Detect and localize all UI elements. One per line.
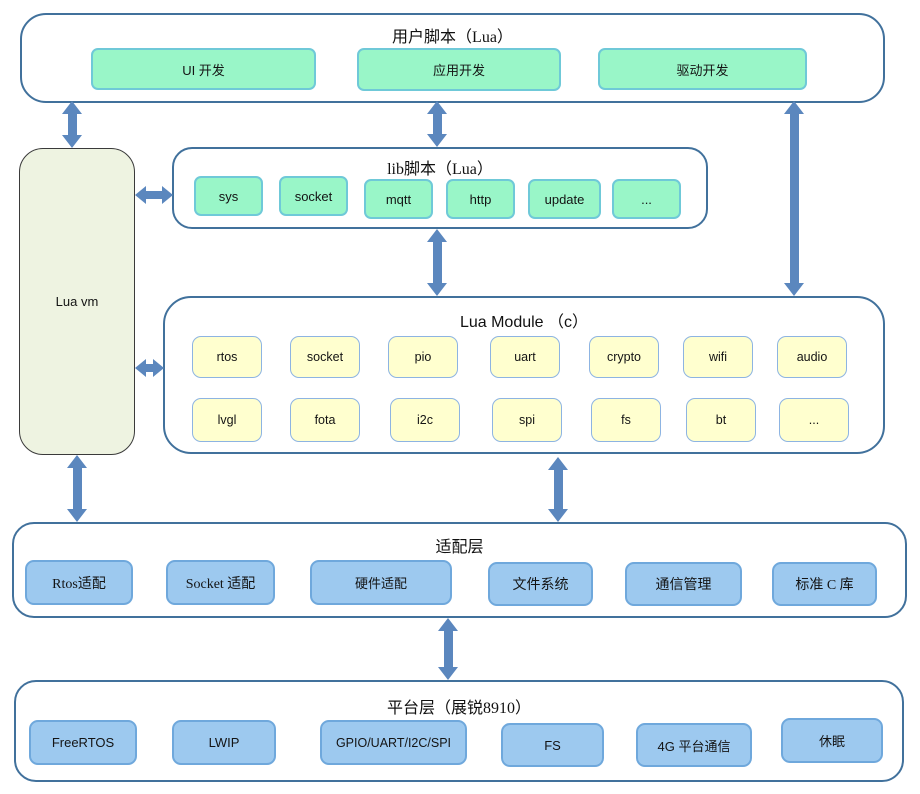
module-box-i2c: i2c <box>390 398 460 442</box>
module-box-spi: spi <box>492 398 562 442</box>
module-box-crypto: crypto <box>589 336 659 378</box>
lib-box-sys: sys <box>194 176 263 216</box>
adapter-box-comm: 通信管理 <box>625 562 742 606</box>
module-box-more: ... <box>779 398 849 442</box>
module-box-fs: fs <box>591 398 661 442</box>
lua-module-title: Lua Module （c） <box>459 314 589 331</box>
arrow-userscripts-luavm <box>62 101 82 148</box>
platform-layer-title: 平台层（展锐8910） <box>386 700 531 717</box>
module-box-bt: bt <box>686 398 756 442</box>
module-box-wifi: wifi <box>683 336 753 378</box>
platform-box-lwip: LWIP <box>172 720 276 765</box>
platform-box-freertos: FreeRTOS <box>29 720 137 765</box>
arrow-luavm-adapter <box>67 455 87 522</box>
lib-box-socket: socket <box>279 176 348 216</box>
module-box-lvgl: lvgl <box>192 398 262 442</box>
lib-box-http: http <box>446 179 515 219</box>
box-ui-dev: UI 开发 <box>91 48 316 90</box>
arrow-luavm-luamodule <box>135 359 164 377</box>
adapter-box-stdc: 标准 C 库 <box>772 562 877 606</box>
arrow-libscripts-luamodule <box>427 229 447 296</box>
arrow-adapter-platform <box>438 618 458 680</box>
box-app-dev: 应用开发 <box>357 48 561 91</box>
module-box-audio: audio <box>777 336 847 378</box>
adapter-box-filesystem: 文件系统 <box>488 562 593 606</box>
module-box-rtos: rtos <box>192 336 262 378</box>
arrow-userscripts-luamodule <box>784 101 804 296</box>
arrow-userscripts-libscripts <box>427 101 447 147</box>
adapter-layer: 适配层 <box>12 522 907 618</box>
arrow-luavm-libscripts <box>135 186 173 204</box>
lua-vm-box: Lua vm <box>19 148 135 455</box>
module-box-pio: pio <box>388 336 458 378</box>
adapter-box-hardware: 硬件适配 <box>310 560 452 605</box>
module-box-fota: fota <box>290 398 360 442</box>
platform-box-fs: FS <box>501 723 604 767</box>
lib-scripts-title: lib脚本（Lua） <box>387 161 493 178</box>
platform-box-4g: 4G 平台通信 <box>636 723 752 767</box>
adapter-box-socket: Socket 适配 <box>166 560 275 605</box>
user-scripts-title: 用户脚本（Lua） <box>392 29 513 46</box>
module-box-socket: socket <box>290 336 360 378</box>
lib-box-mqtt: mqtt <box>364 179 433 219</box>
lib-box-update: update <box>528 179 601 219</box>
box-driver-dev: 驱动开发 <box>598 48 807 90</box>
adapter-layer-title: 适配层 <box>435 539 484 556</box>
platform-box-gpio: GPIO/UART/I2C/SPI <box>320 720 467 765</box>
platform-box-sleep: 休眠 <box>781 718 883 763</box>
lib-box-more: ... <box>612 179 681 219</box>
module-box-uart: uart <box>490 336 560 378</box>
arrow-luamodule-adapter <box>548 457 568 522</box>
adapter-box-rtos: Rtos适配 <box>25 560 133 605</box>
